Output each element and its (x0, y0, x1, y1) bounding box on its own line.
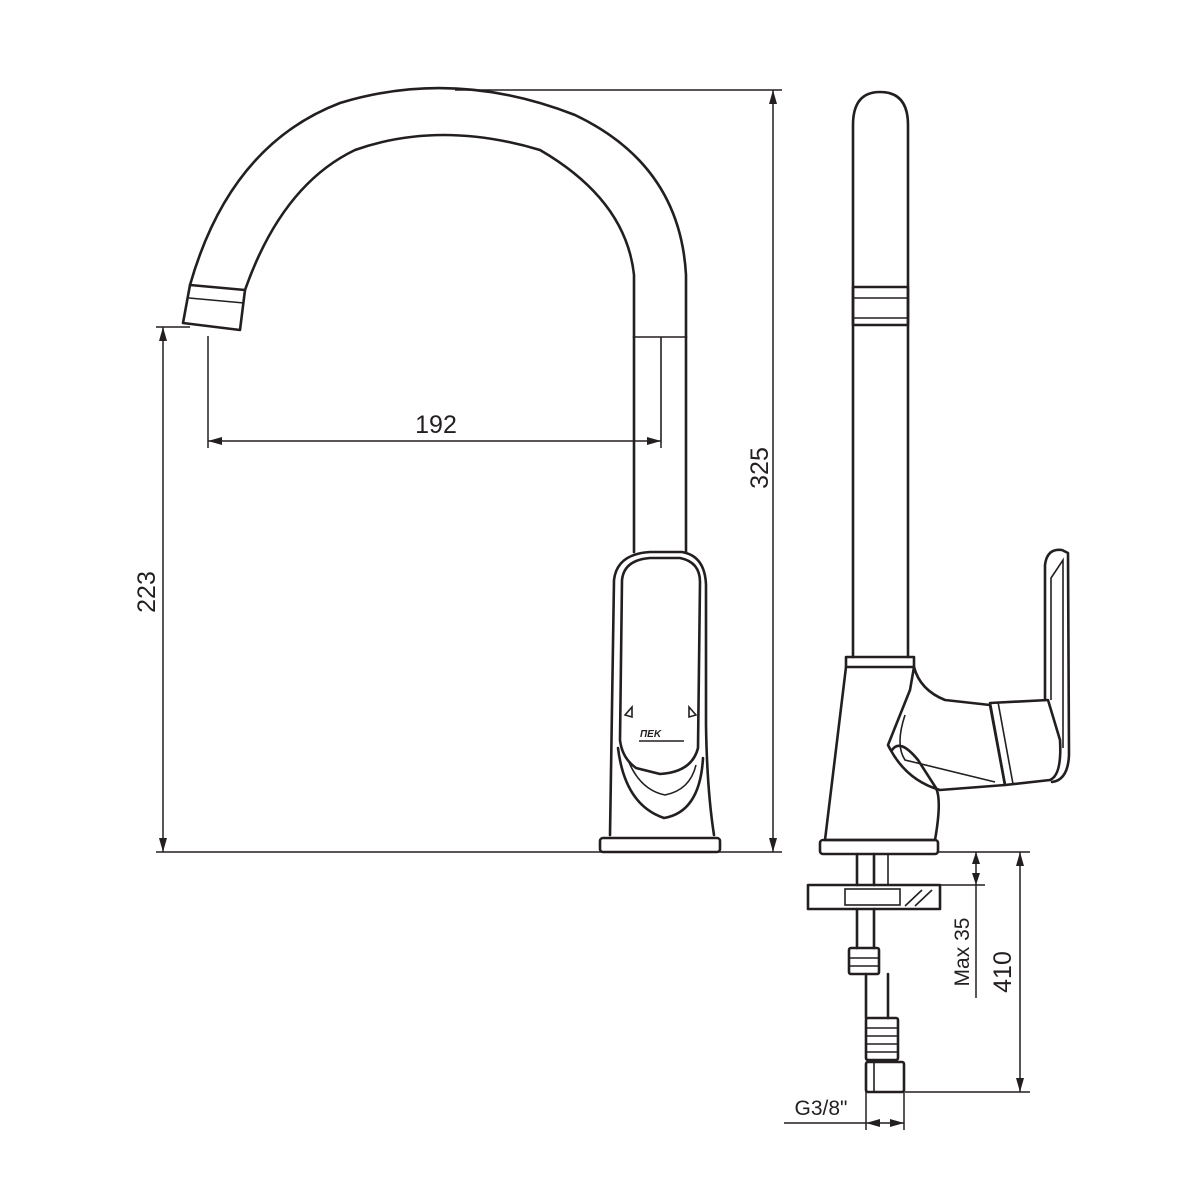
outlet-arrow-bottom (159, 838, 167, 852)
outlet-arrow-top (159, 327, 167, 341)
spout-outer-arc (188, 86, 688, 339)
front-view: ΠΕΚ (181, 86, 722, 854)
side-spout-tube (851, 90, 910, 659)
thread-size-label: G3/8" (795, 1097, 848, 1120)
total-arrow-bottom (769, 838, 777, 852)
side-lever-inner (1050, 557, 1064, 748)
side-base-plate (818, 838, 940, 856)
total-arrow-top (769, 90, 777, 104)
aerator-band (188, 297, 245, 304)
hose-arrow-top (1016, 852, 1024, 866)
front-dimensions: 192 223 325 (133, 89, 782, 853)
mounting-nut (844, 888, 901, 906)
thread-arrow-left (866, 1119, 880, 1127)
aerator (181, 283, 247, 332)
side-lever (1043, 548, 1071, 784)
side-collar (844, 655, 916, 669)
front-base-plate (598, 836, 722, 854)
reach-label: 192 (415, 411, 457, 439)
plate-hatch-1 (904, 889, 923, 907)
side-handle-inner (899, 714, 996, 783)
countertop-arrow-bottom (972, 873, 980, 885)
side-body (823, 665, 941, 842)
handle-base-curve (616, 746, 705, 820)
side-handle-housing (886, 665, 1007, 792)
side-handle-ring (997, 701, 1014, 785)
hose-nut (864, 1016, 900, 1062)
side-dimensions: Max 35 410 G3/8" (784, 851, 1030, 1130)
total-height-label: 325 (746, 447, 774, 489)
spout-inner-arc (243, 133, 636, 339)
cold-indicator-mark (623, 704, 633, 719)
side-aerator-band (851, 285, 910, 327)
outlet-height-label: 223 (133, 571, 161, 613)
side-handle-cylinder (988, 698, 1062, 787)
hose-length-label: 410 (989, 951, 1017, 993)
reach-arrow-right (647, 437, 661, 445)
brand-logo: ΠΕΚ (640, 729, 662, 740)
handle-base-inner (627, 759, 697, 796)
plate-hatch-2 (914, 889, 933, 907)
faucet-body (608, 550, 716, 837)
reach-arrow-left (208, 437, 222, 445)
small-fitting (847, 946, 881, 976)
side-view (806, 90, 1071, 1094)
thread-arrow-right (890, 1119, 904, 1127)
hose-arrow-bottom (1016, 1078, 1024, 1092)
hot-indicator-mark (688, 704, 698, 719)
countertop-label: Max 35 (951, 918, 974, 987)
countertop-arrow-top (972, 852, 980, 864)
hose-end-fitting (864, 1060, 906, 1094)
